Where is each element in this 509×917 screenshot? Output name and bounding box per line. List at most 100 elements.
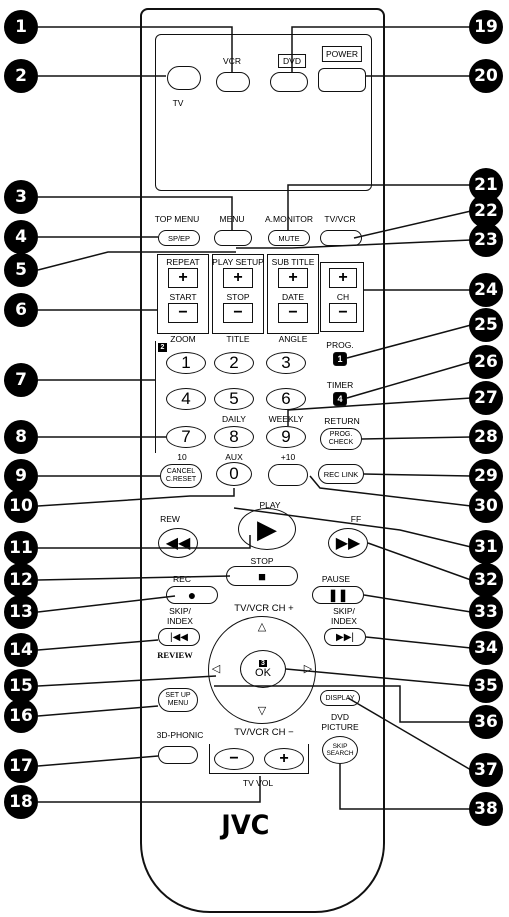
play-setup-label: PLAY SETUP [212, 257, 264, 267]
callout-12: 12 [4, 563, 38, 597]
prog-button[interactable]: 1 [333, 352, 347, 366]
play-icon: ▶ [257, 513, 277, 544]
callout-17: 17 [4, 749, 38, 783]
callout-29: 29 [469, 459, 503, 493]
ff-label: FF [350, 514, 362, 524]
ch-minus-button[interactable]: − [329, 303, 357, 323]
mute-button[interactable]: MUTE [268, 230, 310, 246]
set-up-menu-button[interactable]: SET UP MENU [158, 688, 198, 712]
nav-up-icon[interactable]: △ [257, 621, 267, 633]
callout-8: 8 [4, 420, 38, 454]
callout-16: 16 [4, 699, 38, 733]
digit-2-button[interactable]: 2 [214, 352, 254, 374]
power-label: POWER [321, 46, 363, 62]
ff-button[interactable]: ▶▶ [328, 528, 368, 558]
prog-check-button[interactable]: PROG. CHECK [320, 428, 362, 450]
nav-left-icon[interactable]: ◁ [211, 663, 221, 675]
vol-minus-button[interactable]: − [214, 748, 254, 770]
repeat-minus-button[interactable]: − [168, 303, 198, 323]
callout-9: 9 [4, 459, 38, 493]
skip-forward-icon: ▶▶| [336, 631, 354, 643]
callout-18: 18 [4, 785, 38, 819]
digit-0-button[interactable]: 0 [216, 462, 252, 486]
digit-1-button[interactable]: 1 [166, 352, 206, 374]
vol-plus-button[interactable]: + [264, 748, 304, 770]
callout-15: 15 [4, 669, 38, 703]
ok-label: OK [255, 666, 271, 679]
nav-pad[interactable] [208, 616, 316, 724]
callout-20: 20 [469, 59, 503, 93]
ok-button[interactable]: 3 OK [240, 650, 286, 688]
digit-3-button[interactable]: 3 [266, 352, 306, 374]
callout-5: 5 [4, 253, 38, 287]
plus10-button[interactable] [268, 464, 308, 486]
review-label: REVIEW [157, 650, 193, 660]
digit-4-button[interactable]: 4 [166, 388, 206, 410]
ch-plus-button[interactable]: + [329, 268, 357, 288]
callout-35: 35 [469, 669, 503, 703]
callout-24: 24 [469, 273, 503, 307]
tvvcr-ch-minus-label: TV/VCR CH − [234, 727, 294, 738]
digit-5-button[interactable]: 5 [214, 388, 254, 410]
repeat-group [157, 254, 209, 334]
power-button[interactable] [318, 68, 366, 92]
ch-label: CH [336, 292, 350, 302]
nav-down-icon[interactable]: ▽ [257, 705, 267, 717]
tv-vol-label: TV VOL [242, 778, 274, 788]
pause-button[interactable]: ❚❚ [312, 586, 364, 604]
skip-search-button[interactable]: SKIP SEARCH [322, 736, 358, 764]
angle-label: ANGLE [278, 334, 308, 344]
callout-2: 2 [4, 59, 38, 93]
menu-button[interactable] [214, 230, 252, 246]
callout-27: 27 [469, 381, 503, 415]
rew-label: REW [160, 514, 180, 524]
subtitle-plus-button[interactable]: + [278, 268, 308, 288]
digit-9-button[interactable]: 9 [266, 426, 306, 448]
play-setup-minus-button[interactable]: − [223, 303, 253, 323]
callout-10: 10 [4, 489, 38, 523]
rec-button[interactable]: ● [166, 586, 218, 604]
sp-ep-button[interactable]: SP/EP [158, 230, 200, 246]
rec-link-button[interactable]: REC LINK [318, 464, 364, 484]
tv-vcr-label: TV/VCR [324, 214, 356, 224]
callout-32: 32 [469, 563, 503, 597]
badge-2: 2 [158, 343, 167, 352]
callout-1: 1 [4, 10, 38, 44]
daily-label: DAILY [222, 414, 246, 424]
tv-switch[interactable] [167, 66, 201, 90]
timer-button[interactable]: 4 [333, 392, 347, 406]
dvd-button[interactable] [270, 72, 308, 92]
skip-back-icon: |◀◀ [170, 631, 188, 643]
callout-14: 14 [4, 633, 38, 667]
digit-6-button[interactable]: 6 [266, 388, 306, 410]
callout-33: 33 [469, 595, 503, 629]
skip-forward-button[interactable]: ▶▶| [324, 628, 366, 646]
cancel-button[interactable]: CANCEL C.RESET [160, 464, 202, 488]
play-setup-plus-button[interactable]: + [223, 268, 253, 288]
subtitle-minus-button[interactable]: − [278, 303, 308, 323]
stop-small-label: STOP [226, 292, 250, 302]
callout-25: 25 [469, 308, 503, 342]
record-icon: ● [187, 587, 197, 603]
digit-8-button[interactable]: 8 [214, 426, 254, 448]
callout-38: 38 [469, 792, 503, 826]
repeat-plus-button[interactable]: + [168, 268, 198, 288]
callout-28: 28 [469, 420, 503, 454]
digit-7-button[interactable]: 7 [166, 426, 206, 448]
callout-31: 31 [469, 530, 503, 564]
skip-back-button[interactable]: |◀◀ [158, 628, 200, 646]
skip-index-left-label: SKIP/ INDEX [167, 606, 193, 626]
callout-11: 11 [4, 531, 38, 565]
ten-label: 10 [177, 452, 187, 462]
rec-label: REC [173, 574, 191, 584]
vcr-button[interactable] [216, 72, 250, 92]
nav-right-icon[interactable]: ▷ [303, 663, 313, 675]
callout-34: 34 [469, 631, 503, 665]
callout-4: 4 [4, 220, 38, 254]
timer-label: TIMER [326, 380, 354, 390]
display-button[interactable]: DISPLAY [320, 690, 360, 706]
phonic-button[interactable] [158, 746, 198, 764]
skip-index-right-label: SKIP/ INDEX [331, 606, 357, 626]
callout-13: 13 [4, 595, 38, 629]
